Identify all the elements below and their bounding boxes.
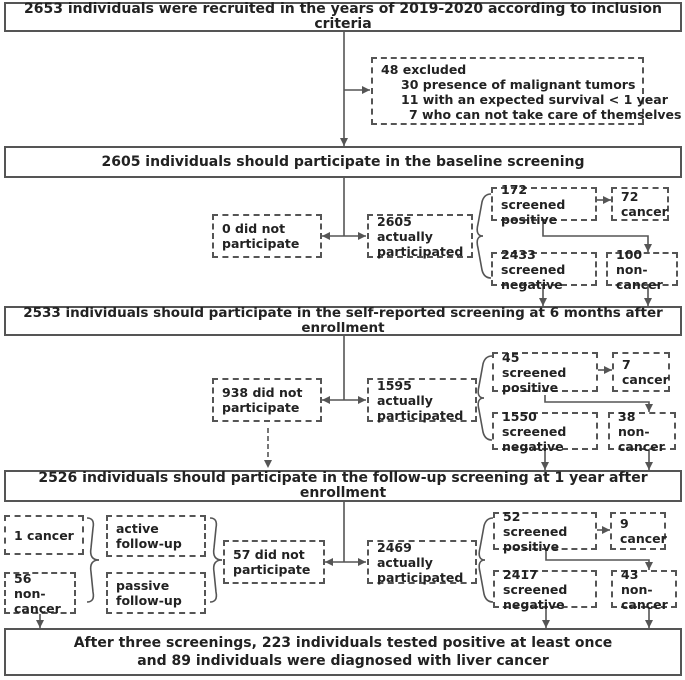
baseline-actually-participated-text: 2605 actually participated [377,213,464,259]
one-year-non-cancer-box: 43 non-cancer [611,567,677,612]
brace-1y [478,517,494,561]
excluded-reason: 11 with an expected survival < 1 year [401,92,668,107]
brace-follow-up-outcome [86,517,100,561]
six-month-did-not-participate-text: 938 did not participate [222,385,303,415]
baseline-cancer-text: 72 cancer [621,189,668,219]
baseline-screened-negative-box: 2433 screened negative [491,247,597,292]
brace-follow-up [209,517,223,561]
one-year-header-text: 2526 individuals should participate in t… [38,470,648,501]
baseline-did-not-participate-text: 0 did not participate [222,221,300,251]
passive-follow-up-box: passive follow-up [106,572,206,614]
six-month-screened-negative-box: 1550 screened negative [492,409,598,454]
six-month-screened-negative-text: 1550 screened negative [502,408,567,454]
excluded-title: 48 excluded [381,62,467,77]
six-month-cancer-text: 7 cancer [622,357,669,387]
baseline-header-box: 2605 individuals should participate in t… [4,146,682,178]
six-month-non-cancer-text: 38 non-cancer [618,408,665,454]
six-month-header-text: 2533 individuals should participate in t… [23,305,663,336]
active-follow-up-text: active follow-up [116,521,182,551]
follow-up-cancer-box: 1 cancer [4,515,84,555]
one-year-actually-participated-text: 2469 actually participated [377,539,464,585]
six-month-did-not-participate-box: 938 did not participate [212,378,322,422]
one-year-cancer-box: 9 cancer [610,512,667,550]
baseline-cancer-box: 72 cancer [611,187,669,221]
one-year-screened-negative-box: 2417 screened negative [493,567,597,612]
one-year-cancer-text: 9 cancer [620,516,667,546]
baseline-actually-participated-box: 2605 actually participated [367,213,473,259]
follow-up-non-cancer-box: 56 non-cancer [4,570,76,616]
baseline-non-cancer-text: 100 non-cancer [616,246,663,292]
one-year-did-not-participate-text: 57 did not participate [233,547,311,577]
one-year-did-not-participate-box: 57 did not participate [223,540,325,584]
active-follow-up-box: active follow-up [106,515,206,557]
follow-up-non-cancer-text: 56 non-cancer [14,570,61,616]
recruited-text: 2653 individuals were recruited in the y… [24,1,662,32]
recruited-box: 2653 individuals were recruited in the y… [4,2,682,32]
one-year-screened-positive-box: 52 screened positive [493,509,597,554]
six-month-screened-positive-text: 45 screened positive [502,349,567,395]
one-year-screened-positive-text: 52 screened positive [503,508,568,554]
brace-6m [477,355,493,399]
excluded-reason: 7 who can not take care of themselves [409,107,682,122]
final-summary-line: and 89 individuals were diagnosed with l… [137,653,549,669]
follow-up-cancer-text: 1 cancer [14,527,74,543]
baseline-header-text: 2605 individuals should participate in t… [101,153,585,170]
excluded-box: 48 excluded 30 presence of malignant tum… [371,57,682,125]
six-month-non-cancer-box: 38 non-cancer [608,409,676,454]
six-month-header-box: 2533 individuals should participate in t… [4,306,682,336]
six-month-cancer-box: 7 cancer [612,352,670,392]
one-year-actually-participated-box: 2469 actually participated [367,539,477,585]
arrow-baseline-pos-to-noncancer [542,220,652,252]
final-summary-box: After three screenings, 223 individuals … [4,628,682,676]
one-year-non-cancer-text: 43 non-cancer [621,566,668,612]
one-year-screened-negative-text: 2417 screened negative [503,566,568,612]
six-month-screened-positive-box: 45 screened positive [492,349,598,395]
six-month-actually-participated-text: 1595 actually participated [377,377,464,423]
baseline-screened-negative-text: 2433 screened negative [501,246,566,292]
baseline-non-cancer-box: 100 non-cancer [606,247,678,292]
excluded-reason: 30 presence of malignant tumors [401,77,636,92]
one-year-header-box: 2526 individuals should participate in t… [4,470,682,502]
baseline-screened-positive-box: 172 screened positive [491,182,597,227]
brace-baseline [476,193,492,237]
final-summary-line: After three screenings, 223 individuals … [73,635,613,651]
baseline-did-not-participate-box: 0 did not participate [212,214,322,258]
passive-follow-up-text: passive follow-up [116,578,182,608]
six-month-actually-participated-box: 1595 actually participated [367,377,477,423]
baseline-screened-positive-text: 172 screened positive [501,181,566,227]
